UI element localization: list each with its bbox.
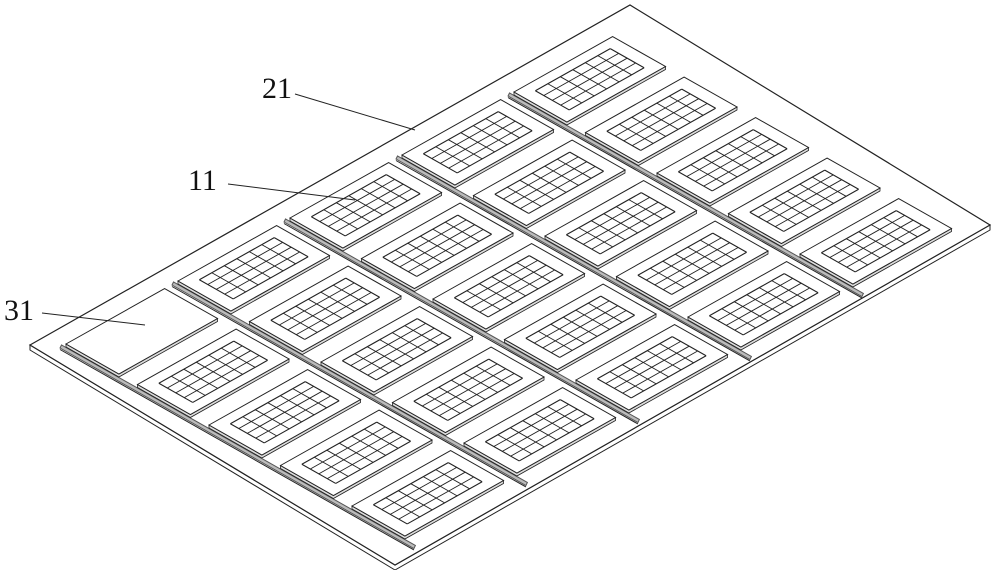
leader-21 bbox=[295, 94, 415, 130]
label-21: 21 bbox=[262, 74, 292, 104]
label-31: 31 bbox=[4, 296, 34, 326]
label-11: 11 bbox=[188, 166, 217, 196]
